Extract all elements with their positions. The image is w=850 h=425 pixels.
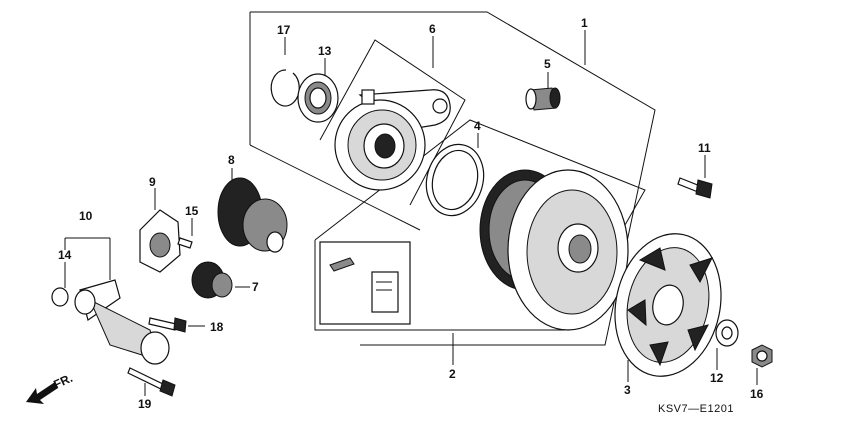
callout-15: 15: [185, 204, 199, 218]
collar-part-5: [525, 87, 561, 111]
callout-14: 14: [58, 248, 72, 262]
bolt-part-15: [177, 237, 193, 249]
diagram-code: KSV7—E1201: [658, 403, 734, 415]
kit-box: [319, 241, 411, 325]
callout-5: 5: [544, 57, 551, 71]
bolt-part-19: [127, 367, 176, 397]
gear-part-7: [191, 261, 233, 299]
o-ring-part-14: [51, 287, 69, 307]
callout-4: 4: [474, 119, 481, 133]
clutch-housing-part-6: [334, 89, 451, 191]
callout-11: 11: [698, 141, 711, 155]
face-comp-part-3: [614, 233, 722, 377]
callout-1: 1: [581, 16, 588, 30]
callout-6: 6: [429, 22, 436, 36]
leader-lines: [64, 30, 758, 396]
front-direction-arrow-icon: [26, 382, 58, 404]
callout-18: 18: [210, 320, 224, 334]
front-direction-label: FR.: [51, 371, 74, 392]
callout-9: 9: [149, 175, 156, 189]
assembly-outline-1: [249, 11, 656, 346]
callout-10: 10: [79, 209, 93, 223]
callout-8: 8: [228, 153, 235, 167]
bolt-part-18: [148, 317, 187, 333]
bracket-part-9: [139, 209, 181, 273]
o-ring-part-4: [425, 143, 485, 217]
callout-19: 19: [138, 397, 152, 411]
drive-pulley-part-2: [479, 169, 629, 331]
callout-17: 17: [277, 23, 291, 37]
callout-16: 16: [750, 387, 764, 401]
callout-12: 12: [710, 371, 724, 385]
gear-part-8: [217, 177, 288, 253]
nut-part-16: [751, 344, 773, 368]
bolt-part-11: [677, 177, 713, 199]
washer-part-12: [715, 319, 739, 347]
assembly-outline-6: [319, 39, 466, 206]
callout-3: 3: [624, 383, 631, 397]
callout-7: 7: [252, 280, 259, 294]
circlip-part-17: [270, 69, 300, 107]
callout-13: 13: [318, 44, 332, 58]
starter-motor-part-10: [74, 279, 170, 365]
callout-2: 2: [449, 367, 456, 381]
bearing-part-13: [297, 73, 339, 123]
